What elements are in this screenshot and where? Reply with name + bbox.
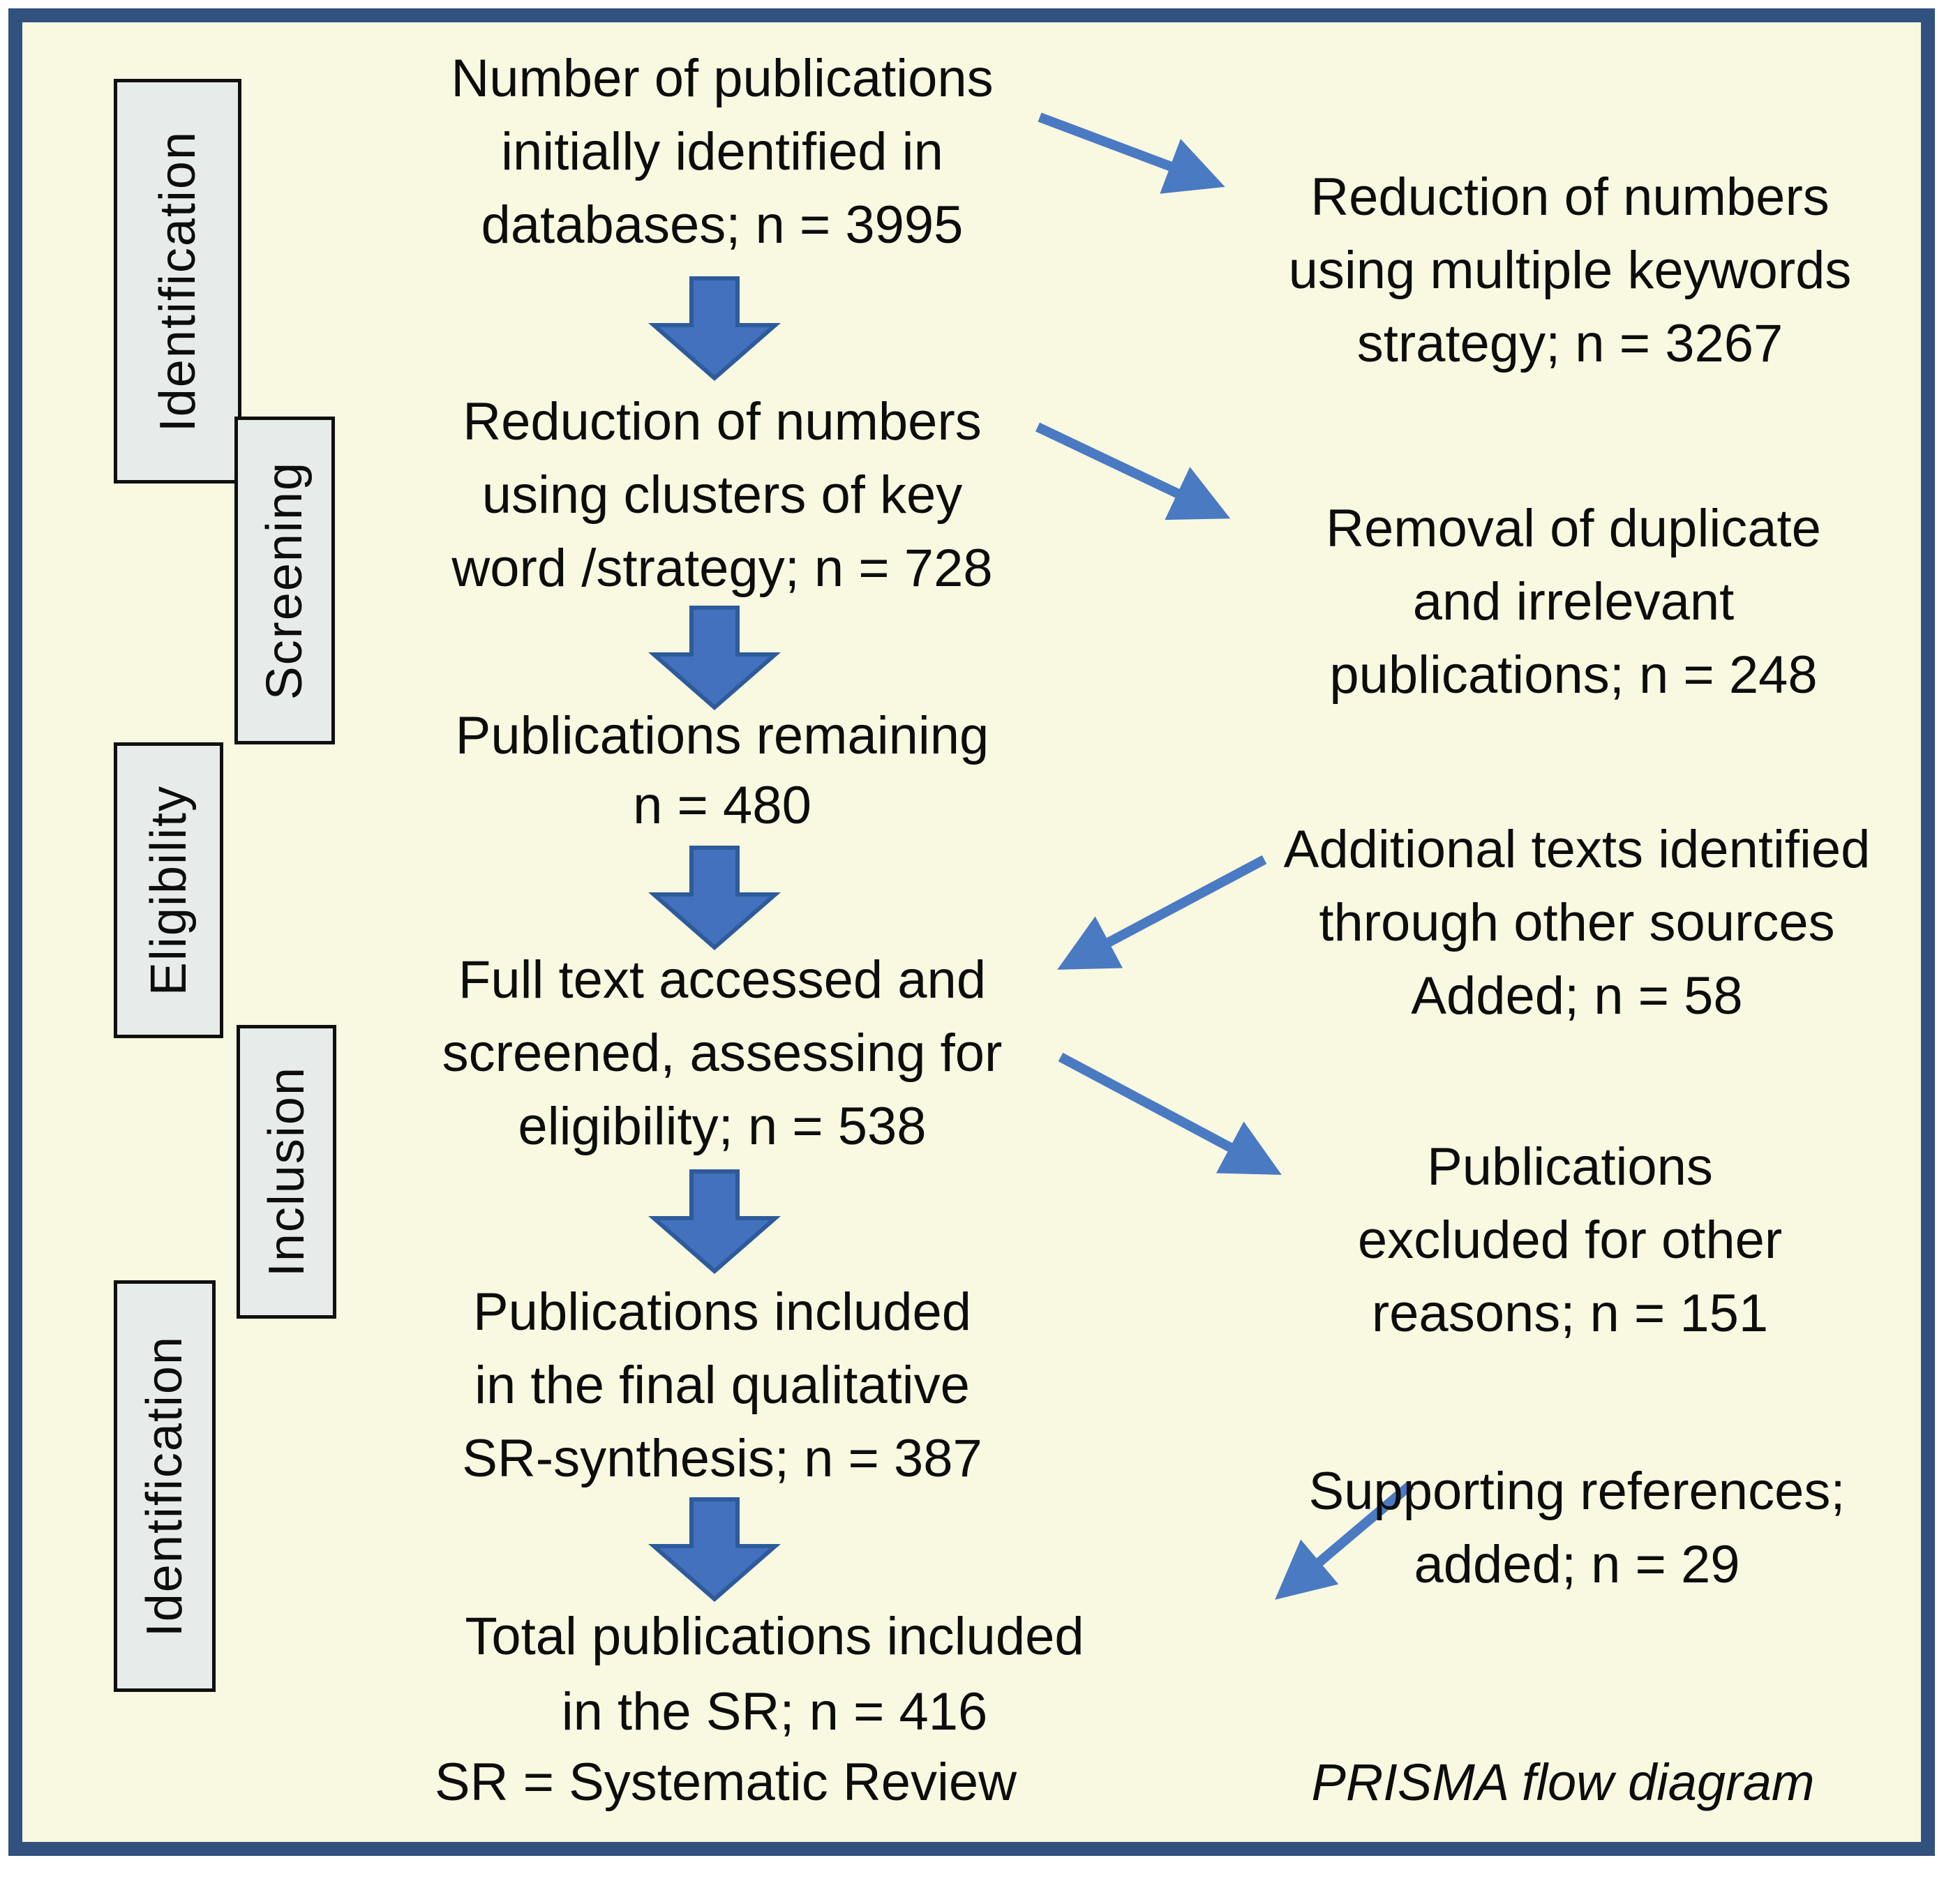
flow-node-qualitative: Publications included in the final quali… bbox=[462, 1282, 982, 1488]
down-arrow-icon bbox=[648, 606, 781, 710]
diagram-caption: PRISMA flow diagram bbox=[1311, 1753, 1815, 1811]
diagram-panel bbox=[8, 8, 1935, 1856]
stage-label-inclusion: Inclusion bbox=[237, 1025, 336, 1319]
stage-label-text: Screening bbox=[257, 460, 313, 700]
side-note-keywords-reduction: Reduction of numbers using multiple keyw… bbox=[1288, 167, 1852, 373]
stage-label-text: Inclusion bbox=[258, 1066, 315, 1277]
side-note-duplicates-removed: Removal of duplicate and irrelevant publ… bbox=[1326, 499, 1821, 705]
flow-node-clusters: Reduction of numbers using clusters of k… bbox=[451, 392, 993, 598]
flow-node-fulltext: Full text accessed and screened, assessi… bbox=[442, 950, 1003, 1156]
side-note-additional-texts: Additional texts identified through othe… bbox=[1283, 820, 1871, 1026]
stage-label-eligibility: Eligibility bbox=[114, 742, 223, 1038]
stage-label-identification-bottom: Identification bbox=[114, 1280, 216, 1692]
stage-label-text: Eligibility bbox=[140, 784, 197, 996]
flow-node-remaining: Publications remaining n = 480 bbox=[455, 706, 989, 835]
down-arrow-icon bbox=[648, 1497, 781, 1602]
flow-node-identified: Number of publications initially identif… bbox=[451, 49, 994, 255]
down-arrow-icon bbox=[648, 1169, 781, 1274]
side-note-excluded-other: Publications excluded for other reasons;… bbox=[1357, 1137, 1783, 1343]
down-arrow-icon bbox=[648, 276, 781, 381]
footnote-sr-definition: SR = Systematic Review bbox=[434, 1753, 1017, 1812]
stage-label-identification-top: Identification bbox=[114, 79, 241, 484]
stage-label-text: Identification bbox=[137, 1335, 193, 1638]
side-note-supporting-refs: Supporting references; added; n = 29 bbox=[1308, 1462, 1846, 1594]
stage-label-text: Identification bbox=[149, 130, 206, 433]
stage-label-screening: Screening bbox=[234, 417, 335, 744]
down-arrow-icon bbox=[648, 846, 781, 950]
flow-node-total: Total publications included in the SR; n… bbox=[465, 1607, 1084, 1741]
